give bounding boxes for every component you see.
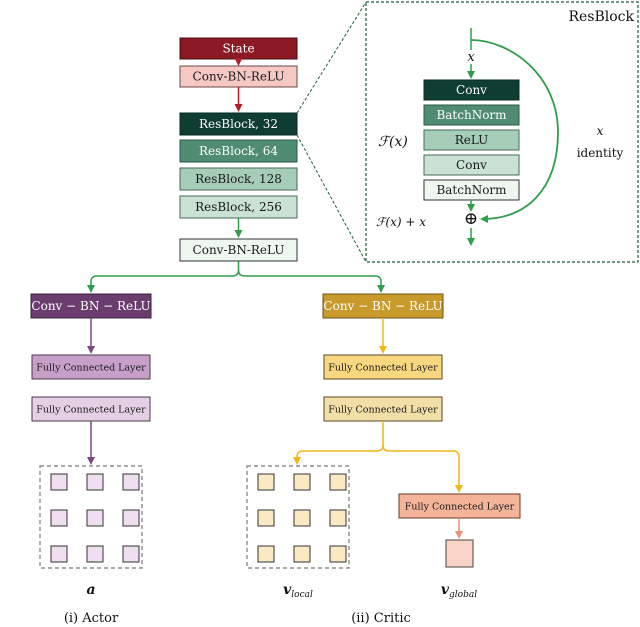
critic-fc1-box [323,354,443,380]
v-local-label: vlocal [283,582,313,600]
actor-output-cell [50,509,68,527]
res64-label: ResBlock, 64 [199,144,278,158]
res128-label: ResBlock, 128 [195,172,282,186]
actor-conv-label: Conv − BN − ReLU [31,299,150,313]
critic-conv-box [322,293,444,319]
critic-local-cell [329,545,347,563]
critic-fc2-label: Fully Connected Layer [328,405,438,416]
resblock-detail: ResBlock x Conv BatchNorm ReLU Conv Batc… [296,1,639,263]
critic-local-cell [257,473,275,491]
arrow-split-actor [87,261,240,293]
rb-bn1-box [423,104,520,126]
critic-local-frame [246,465,350,569]
rb-bn1-label: BatchNorm [436,108,507,122]
resblock-title: ResBlock [568,9,634,25]
actor-output-label: a [86,582,95,598]
zoom-line-bottom [296,134,367,263]
res128-box [179,167,298,191]
critic-local-cell [293,473,311,491]
res32-box [179,112,298,136]
rb-conv2-label: Conv [456,158,487,172]
identity-skip-arrow [470,39,559,223]
critic-fc2-box [323,396,443,422]
actor-output-cell [50,545,68,563]
rb-conv1-label: Conv [456,83,487,97]
critic-global-output [445,539,474,568]
conv-bottom-label: Conv-BN-ReLU [193,243,285,257]
fx-label: ℱ(x) [378,134,408,150]
actor-output-grid [50,473,140,563]
actor-fc1-box [31,354,151,380]
arrow-split-critic [237,269,385,293]
critic-local-cell [257,509,275,527]
actor-fc2-label: Fully Connected Layer [36,405,146,416]
critic-fc3-label: Fully Connected Layer [405,502,515,513]
critic-local-cell [293,545,311,563]
critic-caption: (ii) Critic [351,611,411,626]
critic-branch: Conv − BN − ReLU Fully Connected Layer F… [246,293,521,626]
resblock-frame [365,1,639,263]
actor-output-cell [122,545,140,563]
zoom-line-top [296,1,367,114]
rb-conv2-box [423,154,520,176]
critic-fc1-label: Fully Connected Layer [328,363,438,374]
critic-conv-label: Conv − BN − ReLU [323,299,442,313]
actor-output-cell [86,509,104,527]
v-global-subscript: global [449,590,477,600]
res256-label: ResBlock, 256 [195,200,282,214]
critic-local-cell [293,509,311,527]
fx-plus-x-label: ℱ(x) + x [376,215,426,229]
critic-output-grid [257,473,347,563]
state-label: State [222,42,254,56]
rb-bn2-label: BatchNorm [436,183,507,197]
actor-branch: Conv − BN − ReLU Fully Connected Layer F… [30,293,152,626]
critic-local-cell [329,509,347,527]
actor-output-frame [39,465,143,569]
input-x-label: x [467,50,475,65]
actor-output-cell [86,545,104,563]
skip-x-label: x [597,124,604,138]
arrow-critic-global [382,444,463,493]
res64-box [179,139,298,163]
actor-conv-box [30,293,152,319]
actor-output-cell [122,509,140,527]
res32-label: ResBlock, 32 [199,117,278,131]
v-global-symbol: v [441,582,450,598]
actor-fc1-label: Fully Connected Layer [36,363,146,374]
sum-symbol: ⊕ [464,209,478,229]
rb-relu-box [423,129,520,151]
v-local-subscript: local [291,590,313,600]
arrow-critic-local [293,421,384,465]
actor-output-cell [86,473,104,491]
actor-output-cell [122,473,140,491]
critic-fc3-box [398,493,521,519]
actor-output-cell [50,473,68,491]
rb-conv1-box [423,79,520,101]
critic-local-cell [257,545,275,563]
conv-top-label: Conv-BN-ReLU [193,70,285,84]
rb-relu-label: ReLU [455,133,489,147]
input-x-mask [464,50,478,64]
v-global-label: vglobal [441,582,477,600]
v-local-symbol: v [283,582,292,598]
actor-caption: (i) Actor [64,611,119,626]
identity-label: identity [577,146,624,160]
backbone: State Conv-BN-ReLU ResBlock, 32 ResBlock… [87,37,385,293]
critic-local-cell [329,473,347,491]
